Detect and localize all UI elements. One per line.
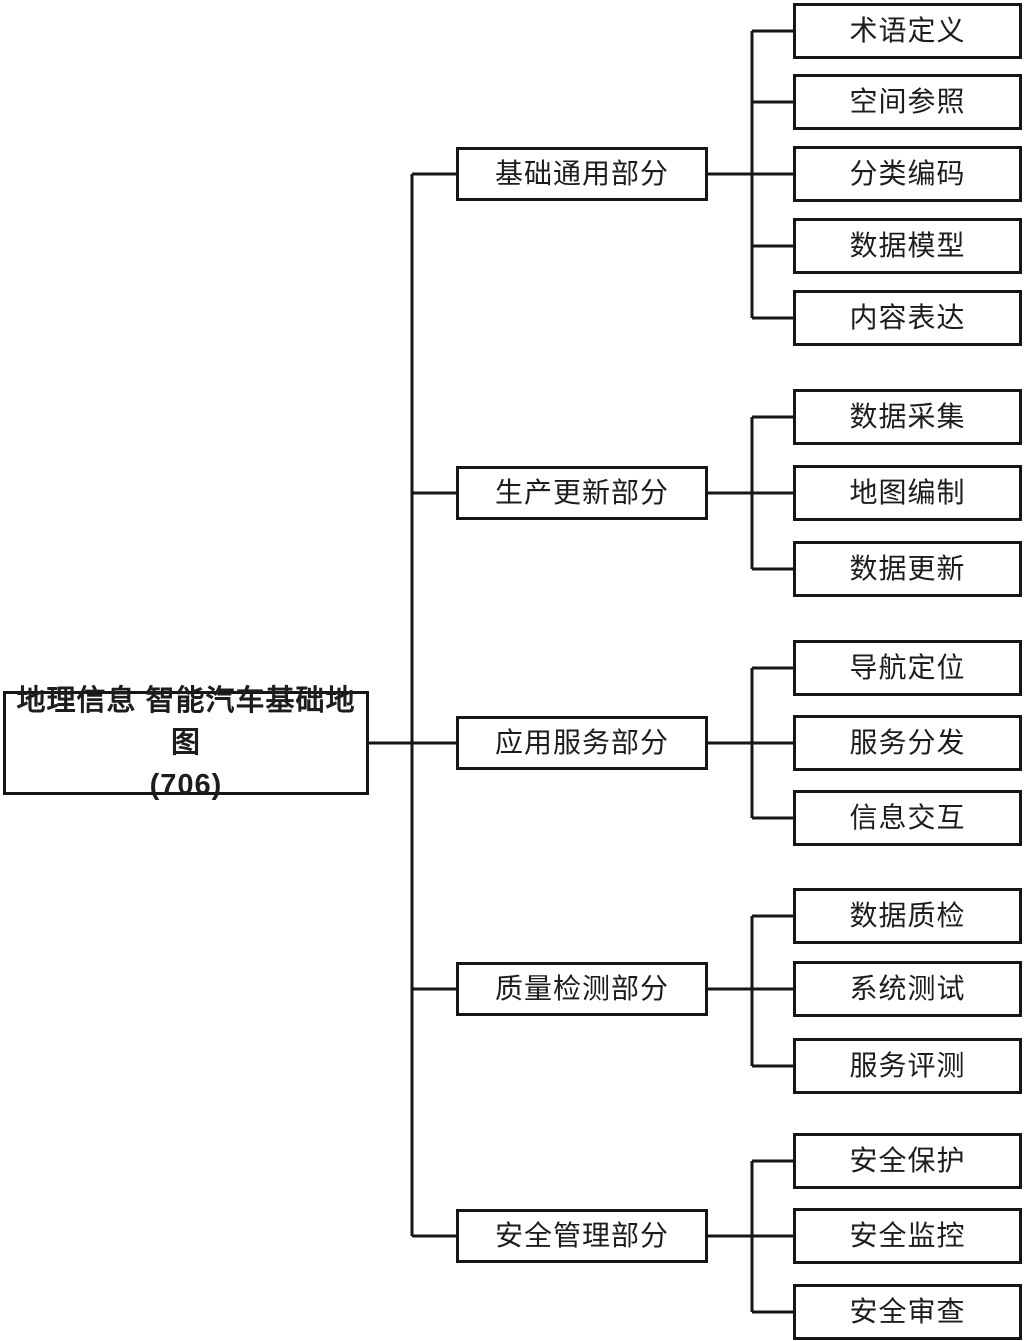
- leaf-node-data-quality-check: 数据质检: [793, 888, 1022, 944]
- leaf-node-information-exchange: 信息交互: [793, 790, 1022, 846]
- root-node: 地理信息 智能汽车基础地图 (706): [3, 685, 369, 801]
- leaf-node-security-protection: 安全保护: [793, 1133, 1022, 1189]
- leaf-node-security-audit: 安全审查: [793, 1284, 1022, 1340]
- leaf-node-data-model: 数据模型: [793, 218, 1022, 274]
- leaf-node-service-distribution: 服务分发: [793, 715, 1022, 771]
- leaf-node-data-collection: 数据采集: [793, 389, 1022, 445]
- leaf-node-terminology: 术语定义: [793, 3, 1022, 59]
- branch-node-application-service: 应用服务部分: [456, 716, 708, 770]
- branch-node-basic-common: 基础通用部分: [456, 147, 708, 201]
- leaf-node-spatial-reference: 空间参照: [793, 74, 1022, 130]
- leaf-node-security-monitoring: 安全监控: [793, 1208, 1022, 1264]
- leaf-node-navigation-positioning: 导航定位: [793, 640, 1022, 696]
- leaf-node-map-compilation: 地图编制: [793, 465, 1022, 521]
- branch-node-security-management: 安全管理部分: [456, 1209, 708, 1263]
- branch-node-quality-inspection: 质量检测部分: [456, 962, 708, 1016]
- branch-node-production-update: 生产更新部分: [456, 466, 708, 520]
- leaf-node-service-evaluation: 服务评测: [793, 1038, 1022, 1094]
- root-node-title: 地理信息 智能汽车基础地图: [16, 684, 356, 759]
- leaf-node-system-testing: 系统测试: [793, 961, 1022, 1017]
- leaf-node-data-update: 数据更新: [793, 541, 1022, 597]
- leaf-node-classification-coding: 分类编码: [793, 146, 1022, 202]
- root-node-subtitle: (706): [149, 769, 223, 802]
- leaf-node-content-representation: 内容表达: [793, 290, 1022, 346]
